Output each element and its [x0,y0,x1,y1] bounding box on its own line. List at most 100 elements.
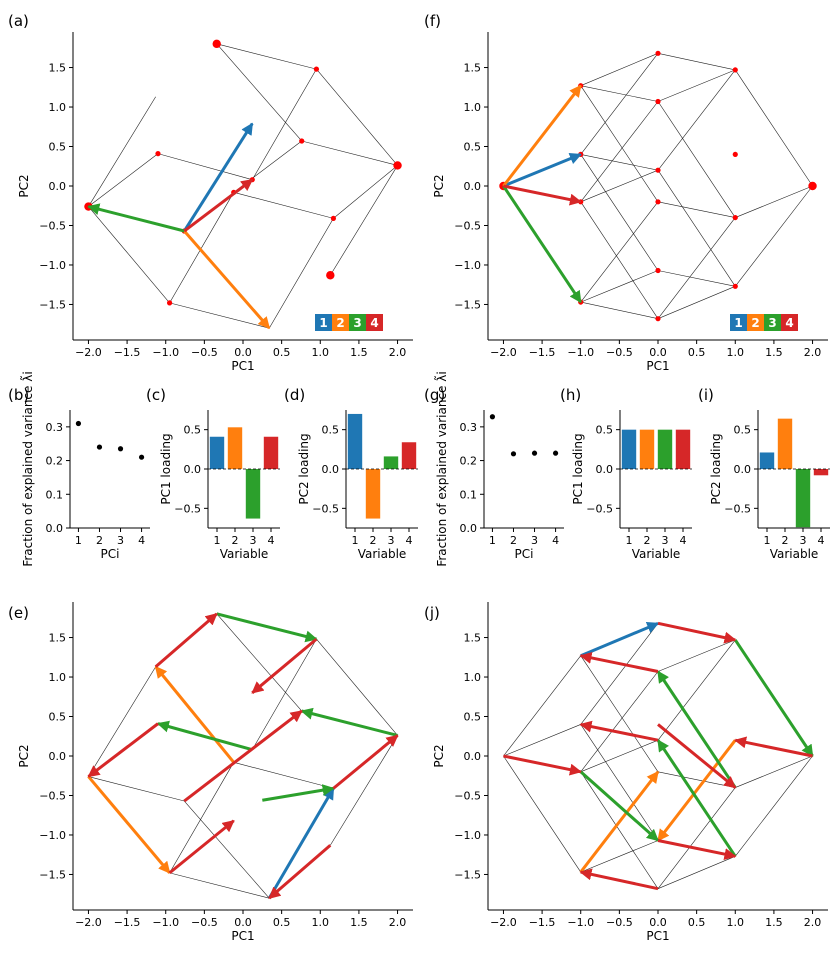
x-axis-label: PC1 [231,929,254,943]
y-tick-label: 1.5 [464,62,482,75]
x-tick-label: 3 [662,534,669,547]
vertex-point [732,151,738,158]
legend-swatch-2 [747,314,764,331]
arrow-var-1 [183,122,254,232]
x-tick-label: 2.0 [389,346,407,359]
y-tick-label: −0.5 [39,789,66,802]
bar-var-1 [621,429,637,469]
polytope-edge [580,739,659,773]
polytope-edge [169,762,234,874]
x-tick-label: 0.5 [688,916,706,929]
y-tick-label: −1.0 [39,829,66,842]
variance-point [96,444,103,450]
arrow-var-4 [154,612,218,668]
polytope-edge [657,53,736,71]
y-tick-label: 0.0 [596,463,614,476]
x-tick-label: 1.5 [350,916,368,929]
vertex-point [299,138,305,144]
y-tick-label: 0.0 [464,180,482,193]
arrow-var-3 [656,670,737,789]
polytope-edge [88,96,156,207]
y-axis-label: PC2 [17,744,31,767]
polytope-edge [184,800,270,899]
polytope-edge [88,666,156,777]
bar-var-3 [245,469,261,519]
y-tick-label: −0.5 [454,219,481,232]
arrow-var-4 [657,621,737,644]
x-tick-label: 1.5 [350,346,368,359]
vertex-point [655,50,661,56]
x-tick-label: −0.5 [606,916,633,929]
polytope-edge [657,101,736,218]
y-tick-label: 1.5 [464,632,482,645]
vertex-point [326,271,335,280]
bar-var-4 [813,469,829,476]
bar-var-1 [759,452,775,469]
arrow-var-4 [183,178,254,233]
bar-var-4 [675,429,691,469]
panel-label-a: (a) [8,12,29,30]
x-tick-label: 2 [510,534,517,547]
arrow-var-2 [183,230,271,330]
legend-swatch-3 [764,314,781,331]
vertex-point [155,151,161,157]
y-axis-label: Fraction of explained variance λ̃i [434,371,449,566]
polytope-edge [216,613,302,712]
y-tick-label: 0.2 [460,455,478,468]
polytope-edge [580,840,659,873]
panel-label-f: (f) [424,12,441,30]
polytope-edge [233,192,334,219]
x-tick-label: 1.0 [312,346,330,359]
x-tick-label: 2 [370,534,377,547]
polytope-edge [169,192,234,304]
y-tick-label: 0.5 [184,424,202,437]
y-tick-label: 0.5 [464,141,482,154]
y-axis-label: PC2 [432,744,446,767]
polytope-edge [580,85,659,202]
panel-label-d: (d) [284,386,305,404]
polytope-edge [580,154,659,271]
vertex-point [655,98,661,105]
y-tick-label: 0.0 [49,750,67,763]
panel-label-e: (e) [8,604,29,622]
polytope-edge [580,154,659,171]
vertex-point [655,167,661,173]
bar-var-3 [795,469,811,528]
polytope-edge [252,68,317,180]
arrow-var-3 [502,185,582,304]
polytope-edge [657,771,736,788]
panel-label-j: (j) [424,604,440,622]
y-tick-label: 0.0 [322,463,340,476]
x-tick-label: 1 [489,534,496,547]
x-tick-label: 2 [232,534,239,547]
y-axis-label: PC2 [432,174,446,197]
polytope-edge [657,787,736,889]
polytope-edge [580,301,659,319]
polytope-edge [316,68,398,166]
legend-label-3: 3 [768,316,776,330]
polytope-edge [580,771,659,889]
arrow-var-4 [503,184,582,206]
vertex-point [655,267,661,274]
y-tick-label: 0.1 [460,488,478,501]
x-tick-label: −1.5 [114,346,141,359]
x-tick-label: 4 [406,534,413,547]
polytope-edge [157,153,253,180]
arrow-var-2 [87,775,171,874]
x-axis-label: Variable [632,547,681,561]
polytope-edge [169,872,270,899]
y-tick-label: −1.5 [39,868,66,881]
y-tick-label: 0.0 [734,463,752,476]
polytope-edge [580,623,659,725]
vertex-point [655,199,661,205]
polytope-edge [330,165,398,276]
arrow-var-4 [503,754,582,776]
variance-point [531,450,538,456]
